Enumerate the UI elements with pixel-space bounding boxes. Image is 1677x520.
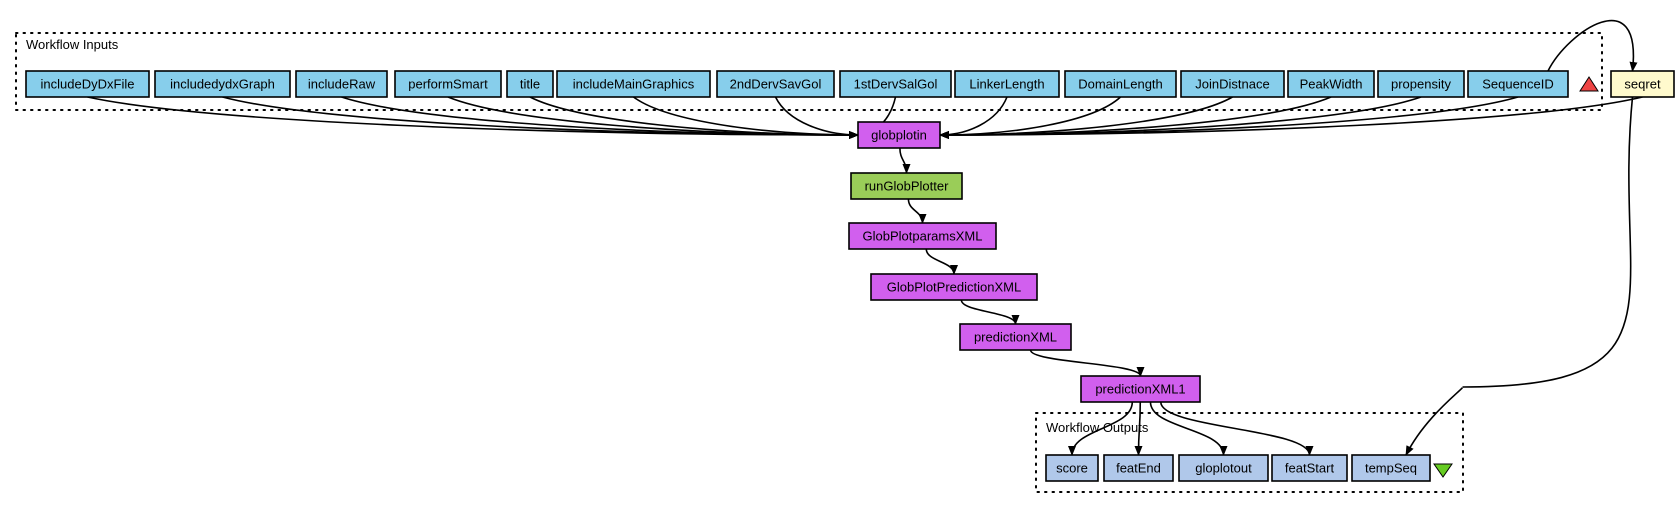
svg-text:runGlobPlotter: runGlobPlotter bbox=[865, 179, 949, 194]
svg-text:predictionXML1: predictionXML1 bbox=[1095, 382, 1185, 397]
edge-predictionXML1-to-gloplotout bbox=[1149, 401, 1228, 456]
edge-globplotin-to-runGlobPlotter bbox=[899, 147, 911, 174]
node-title[interactable]: title bbox=[506, 70, 554, 98]
svg-text:1stDervSalGol: 1stDervSalGol bbox=[854, 77, 938, 92]
edge-runGlobPlotter-to-GlobPlotparamsXML bbox=[907, 198, 927, 224]
node-performSmart[interactable]: performSmart bbox=[394, 70, 502, 98]
svg-text:2ndDervSavGol: 2ndDervSavGol bbox=[730, 77, 822, 92]
svg-text:performSmart: performSmart bbox=[408, 77, 488, 92]
svg-text:globplotin: globplotin bbox=[871, 128, 927, 143]
node-LinkerLength[interactable]: LinkerLength bbox=[954, 70, 1060, 98]
edge-SequenceID-to-seqret bbox=[1547, 19, 1638, 72]
node-includeMainGraphics[interactable]: includeMainGraphics bbox=[556, 70, 711, 98]
edge-predictionXML1-to-featStart bbox=[1159, 401, 1314, 456]
node-seqret[interactable]: seqret bbox=[1610, 70, 1675, 98]
svg-text:includedydxGraph: includedydxGraph bbox=[170, 77, 275, 92]
svg-text:DomainLength: DomainLength bbox=[1078, 77, 1163, 92]
edge-LinkerLength-to-globplotin bbox=[939, 96, 1008, 139]
node-featStart[interactable]: featStart bbox=[1271, 454, 1348, 482]
svg-text:featEnd: featEnd bbox=[1116, 461, 1161, 476]
inputs-marker-icon bbox=[1579, 76, 1599, 92]
node-includeRaw[interactable]: includeRaw bbox=[295, 70, 388, 98]
svg-text:propensity: propensity bbox=[1391, 77, 1451, 92]
workflow-inputs-cluster: Workflow Inputs bbox=[15, 32, 1603, 111]
edge-predictionXML-to-predictionXML1 bbox=[1029, 349, 1145, 377]
node-predictionXML[interactable]: predictionXML bbox=[959, 323, 1072, 351]
svg-text:includeMainGraphics: includeMainGraphics bbox=[573, 77, 695, 92]
edge-includeDyDxFile-to-globplotin bbox=[87, 96, 859, 139]
node-gloplotout[interactable]: gloplotout bbox=[1178, 454, 1269, 482]
node-JoinDistnace[interactable]: JoinDistnace bbox=[1180, 70, 1285, 98]
svg-text:GlobPlotPredictionXML: GlobPlotPredictionXML bbox=[887, 280, 1021, 295]
edge-GlobPlotPredictionXML-to-predictionXML bbox=[960, 299, 1020, 325]
workflow-outputs-cluster: Workflow Outputs bbox=[1035, 412, 1464, 493]
node-GlobPlotPredictionXML[interactable]: GlobPlotPredictionXML bbox=[870, 273, 1038, 301]
svg-text:predictionXML: predictionXML bbox=[974, 330, 1057, 345]
workflow-outputs-label: Workflow Outputs bbox=[1046, 420, 1149, 435]
node-score[interactable]: score bbox=[1045, 454, 1099, 482]
svg-text:score: score bbox=[1056, 461, 1088, 476]
edge-includeMainGraphics-to-globplotin bbox=[633, 96, 859, 139]
svg-text:LinkerLength: LinkerLength bbox=[969, 77, 1044, 92]
node-globplotin[interactable]: globplotin bbox=[857, 121, 941, 149]
outputs-marker-icon bbox=[1433, 463, 1453, 478]
node-runGlobPlotter[interactable]: runGlobPlotter bbox=[850, 172, 963, 200]
edges-layer bbox=[87, 19, 1643, 456]
edge-propensity-to-globplotin bbox=[939, 96, 1422, 139]
svg-text:featStart: featStart bbox=[1285, 461, 1335, 476]
edge-seqret-to-globplotin bbox=[939, 96, 1643, 139]
edge-secondDervSavGol-to-globplotin bbox=[774, 96, 859, 139]
edge-predictionXML1-to-featEnd bbox=[1134, 401, 1143, 456]
svg-text:PeakWidth: PeakWidth bbox=[1300, 77, 1363, 92]
svg-text:GlobPlotparamsXML: GlobPlotparamsXML bbox=[863, 229, 983, 244]
node-includeDyDxFile[interactable]: includeDyDxFile bbox=[25, 70, 150, 98]
svg-text:includeDyDxFile: includeDyDxFile bbox=[41, 77, 135, 92]
node-propensity[interactable]: propensity bbox=[1377, 70, 1465, 98]
edge-seqret-to-tempSeq bbox=[1405, 96, 1634, 456]
edge-predictionXML1-to-score bbox=[1068, 401, 1134, 456]
node-PeakWidth[interactable]: PeakWidth bbox=[1287, 70, 1375, 98]
svg-text:JoinDistnace: JoinDistnace bbox=[1195, 77, 1269, 92]
svg-text:includeRaw: includeRaw bbox=[308, 77, 376, 92]
node-GlobPlotparamsXML[interactable]: GlobPlotparamsXML bbox=[848, 222, 997, 250]
edge-GlobPlotparamsXML-to-GlobPlotPredictionXML bbox=[925, 248, 958, 275]
node-2ndDervSavGol[interactable]: 2ndDervSavGol bbox=[716, 70, 835, 98]
workflow-inputs-label: Workflow Inputs bbox=[26, 37, 119, 52]
node-predictionXML1[interactable]: predictionXML1 bbox=[1080, 375, 1201, 403]
node-DomainLength[interactable]: DomainLength bbox=[1064, 70, 1177, 98]
svg-text:gloplotout: gloplotout bbox=[1195, 461, 1252, 476]
svg-text:tempSeq: tempSeq bbox=[1365, 461, 1417, 476]
svg-text:SequenceID: SequenceID bbox=[1482, 77, 1554, 92]
edge-DomainLength-to-globplotin bbox=[939, 96, 1122, 139]
node-tempSeq[interactable]: tempSeq bbox=[1351, 454, 1431, 482]
node-1stDervSalGol[interactable]: 1stDervSalGol bbox=[839, 70, 952, 98]
svg-text:title: title bbox=[520, 77, 540, 92]
edge-includedydxGraph-to-globplotin bbox=[222, 96, 859, 139]
svg-text:seqret: seqret bbox=[1624, 77, 1661, 92]
node-SequenceID[interactable]: SequenceID bbox=[1467, 70, 1569, 98]
node-includedydxGraph[interactable]: includedydxGraph bbox=[154, 70, 291, 98]
node-featEnd[interactable]: featEnd bbox=[1103, 454, 1174, 482]
